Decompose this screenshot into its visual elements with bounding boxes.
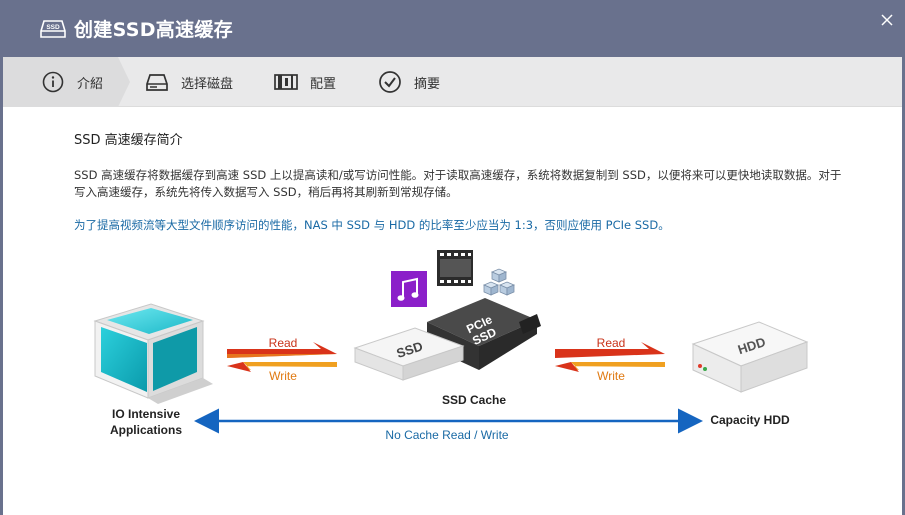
app-label-line1: IO Intensive (112, 407, 180, 421)
content-area: SSD 高速缓存简介 SSD 高速缓存将数据缓存到高速 SSD 上以提高读和/或… (3, 108, 902, 515)
dialog-titlebar: SSD 创建SSD高速缓存 (0, 0, 905, 57)
step-intro[interactable]: 介紹 (41, 57, 103, 107)
ssd-cache-label: SSD Cache (442, 393, 506, 407)
performance-note: 为了提高视频流等大型文件顺序访问的性能，NAS 中 SSD 与 HDD 的比率至… (74, 218, 670, 232)
step-config[interactable]: 配置 (274, 57, 336, 107)
check-circle-icon (379, 71, 401, 93)
app-label-line2: Applications (110, 423, 182, 437)
cubes-icon (482, 268, 516, 296)
music-icon (391, 271, 427, 307)
active-step-highlight (3, 57, 130, 107)
step-config-label: 配置 (310, 76, 337, 92)
write-label-left: Write (269, 369, 297, 383)
step-select-disks[interactable]: 选择磁盘 (145, 57, 233, 107)
step-summary-label: 摘要 (414, 76, 441, 92)
ssd-cache-diagram: IO Intensive Applications Read Write (93, 250, 809, 442)
config-icon (274, 74, 298, 90)
step-select-disks-label: 选择磁盘 (181, 76, 234, 92)
capacity-hdd-label: Capacity HDD (710, 413, 790, 427)
read-label-right: Read (597, 336, 626, 350)
film-icon (437, 250, 473, 286)
write-label-right: Write (597, 369, 625, 383)
ssd-icon: SSD (40, 20, 66, 38)
application-cube-icon (93, 303, 213, 404)
no-cache-label: No Cache Read / Write (385, 428, 508, 442)
read-write-arrows-left (227, 342, 337, 372)
ssd-drive-icon: SSD (353, 327, 465, 381)
window-left-border (0, 0, 3, 515)
section-title: SSD 高速缓存简介 (74, 133, 183, 148)
disk-icon (146, 74, 168, 91)
hdd-drive-icon: HDD (691, 321, 809, 393)
read-write-arrows-right (555, 342, 665, 372)
svg-text:SSD: SSD (46, 24, 60, 31)
dialog-title: 创建SSD高速缓存 (74, 19, 233, 41)
description-text: SSD 高速缓存将数据缓存到高速 SSD 上以提高读和/或写访问性能。对于读取高… (74, 168, 842, 199)
info-icon (42, 71, 64, 93)
wizard-steps: 介紹 选择磁盘 配置 摘要 (3, 57, 902, 107)
read-label-left: Read (269, 336, 298, 350)
step-intro-label: 介紹 (77, 76, 104, 92)
close-icon[interactable] (877, 10, 897, 30)
window-right-border (902, 0, 905, 515)
step-summary[interactable]: 摘要 (378, 57, 440, 107)
